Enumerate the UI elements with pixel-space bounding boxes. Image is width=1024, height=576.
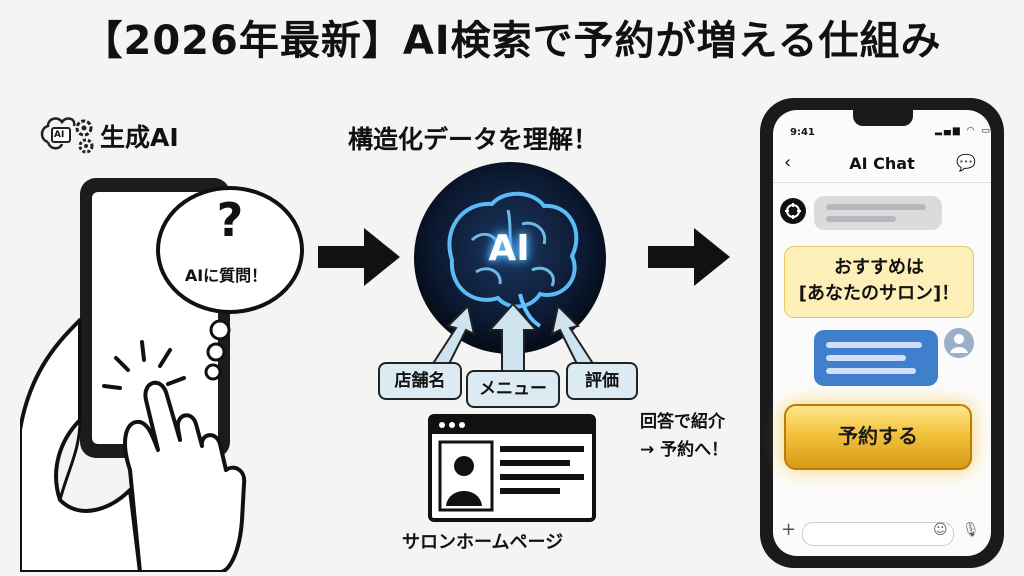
emoji-icon[interactable]: ☺ <box>933 522 948 538</box>
tag-store-name: 店舗名 <box>378 362 462 400</box>
reserve-button[interactable]: 予約する <box>784 404 972 470</box>
ask-ai-text: AIに質問！ <box>184 266 268 285</box>
salon-homepage-illustration <box>428 414 596 522</box>
phone-notch <box>853 110 913 126</box>
chat-title: AI Chat <box>849 154 915 173</box>
tag-rating: 評価 <box>566 362 638 400</box>
arrow-right-icon <box>318 228 400 290</box>
gear-icon-label: AI <box>54 130 65 140</box>
brain-gear-icon <box>38 112 98 158</box>
message-input[interactable] <box>802 522 954 546</box>
recommend-bubble: おすすめは [あなたのサロン]！ <box>784 246 974 318</box>
user-avatar-icon <box>944 328 974 362</box>
salon-homepage-label: サロンホームページ <box>402 532 564 553</box>
answer-to-reservation-text: 回答で紹介 → 予約へ！ <box>638 408 731 464</box>
bot-avatar-icon <box>780 198 806 228</box>
answer-line-2: → 予約へ！ <box>640 440 729 460</box>
page-title: 【2026年最新】AI検索で予約が増える仕組み <box>82 18 942 64</box>
structured-data-label: 構造化データを理解！ <box>348 125 599 154</box>
recommend-line-1: おすすめは <box>834 257 924 278</box>
generative-ai-label: 生成AI <box>100 123 179 152</box>
back-chevron-icon[interactable]: ‹ <box>784 152 792 173</box>
user-message-placeholder <box>814 330 938 386</box>
mic-icon[interactable]: 🎙 <box>962 522 980 538</box>
answer-line-1: 回答で紹介 <box>640 412 725 432</box>
recommend-line-2: [あなたのサロン]！ <box>798 283 960 304</box>
question-speech-bubble <box>150 180 320 320</box>
arrows-up-icon <box>418 300 608 384</box>
status-time: 9:41 <box>790 127 815 138</box>
header-divider <box>773 182 991 183</box>
chat-bubble-icon[interactable]: 💬 <box>956 153 976 172</box>
bot-message-placeholder <box>814 196 942 230</box>
question-mark: ? <box>216 193 244 247</box>
brain-ai-text: AI <box>488 228 530 269</box>
status-icons: ▂▄▆ ◠ ▭ <box>935 126 992 136</box>
arrow-right-icon-2 <box>648 228 730 290</box>
tag-menu: メニュー <box>466 370 560 408</box>
plus-icon[interactable]: + <box>781 519 797 540</box>
